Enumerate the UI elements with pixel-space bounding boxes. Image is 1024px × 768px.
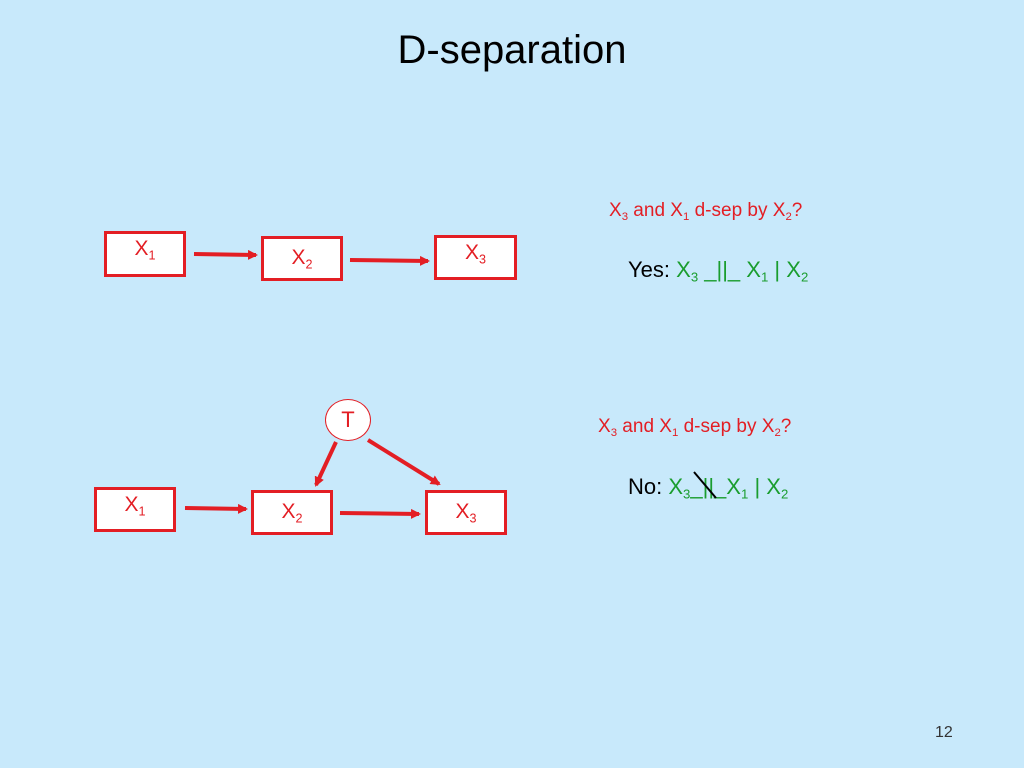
answer-2: No: X3 _||_ X1 | X2 [628, 471, 788, 502]
page-number: 12 [935, 724, 953, 741]
edge-d2-t-x3 [366, 438, 441, 486]
formula-1: X3 _||_ X1 | X2 [676, 257, 809, 285]
d2-node-t: T [325, 399, 371, 441]
d1-node-x2: X2 [261, 236, 343, 281]
edge-d1-x1-x2 [193, 249, 258, 260]
edge-d2-x1-x2 [184, 503, 248, 514]
d2-node-x1: X1 [94, 487, 176, 532]
formula-2: X3 _||_ X1 | X2 [668, 471, 788, 502]
slide-title: D-separation [397, 28, 627, 72]
d1-node-x1: X1 [104, 231, 186, 277]
edge-d2-x2-x3 [339, 508, 421, 519]
d2-node-x2: X2 [251, 490, 333, 535]
d2-node-x3: X3 [425, 490, 507, 535]
question-1: X3 and X1 d-sep by X2? [609, 200, 803, 223]
edge-d2-t-x2 [314, 441, 338, 487]
d1-node-x3: X3 [434, 235, 517, 280]
question-2: X3 and X1 d-sep by X2? [598, 416, 792, 439]
answer-1: Yes: X3 _||_ X1 | X2 [628, 257, 809, 285]
edge-d1-x2-x3 [349, 255, 430, 266]
